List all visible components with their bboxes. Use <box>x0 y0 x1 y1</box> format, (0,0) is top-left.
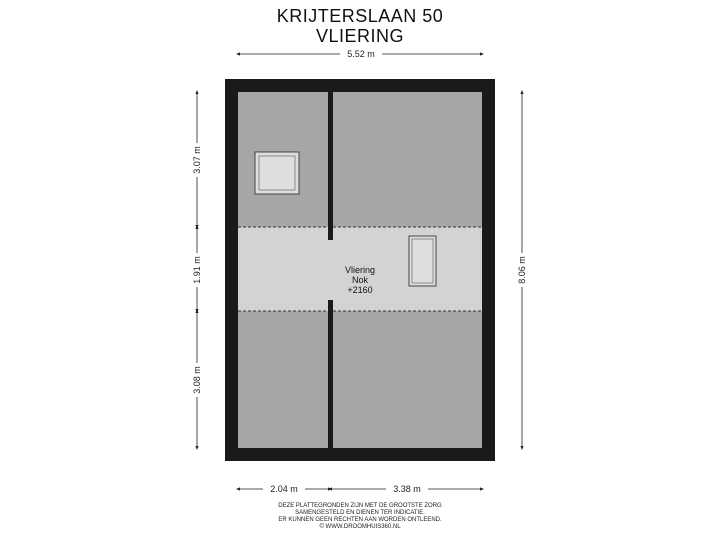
disclaimer-line: © WWW.DROOMHUIS360.NL <box>319 524 401 530</box>
room-name: Vliering <box>345 265 375 275</box>
disclaimer-line: DEZE PLATTEGRONDEN ZIJN MET DE GROOTSTE … <box>278 503 442 509</box>
dim-top-width: 5.52 m <box>347 49 375 59</box>
dim-left-top: 3.07 m <box>192 146 202 174</box>
dim-bottom-left: 2.04 m <box>270 484 298 494</box>
dim-left-middle: 1.91 m <box>192 256 202 284</box>
disclaimer-line: ER KUNNEN GEEN RECHTEN AAN WORDEN ONTLEE… <box>278 517 442 523</box>
plan-title-floor: VLIERING <box>315 26 405 46</box>
skylight-window-left <box>254 151 300 195</box>
skylight-frame-right <box>411 238 434 284</box>
partition-wall-bottom <box>328 300 333 448</box>
dim-bottom-right: 3.38 m <box>393 484 421 494</box>
skylight-window-right <box>408 235 437 287</box>
disclaimer-line: SAMENGESTELD EN DIENEN TER INDICATIE. <box>295 510 425 516</box>
low-zone-bottom <box>238 311 482 448</box>
disclaimer: DEZE PLATTEGRONDEN ZIJN MET DE GROOTSTE … <box>0 503 720 531</box>
standing-zone <box>238 227 482 311</box>
plan-title-address: KRIJTERSLAAN 50 <box>276 6 444 26</box>
skylight-frame-left <box>258 155 296 191</box>
room-height: +2160 <box>347 285 372 295</box>
dim-right-total: 8.06 m <box>517 256 527 284</box>
partition-wall-top <box>328 92 333 240</box>
dim-left-bottom: 3.08 m <box>192 366 202 394</box>
room-sub: Nok <box>352 275 369 285</box>
